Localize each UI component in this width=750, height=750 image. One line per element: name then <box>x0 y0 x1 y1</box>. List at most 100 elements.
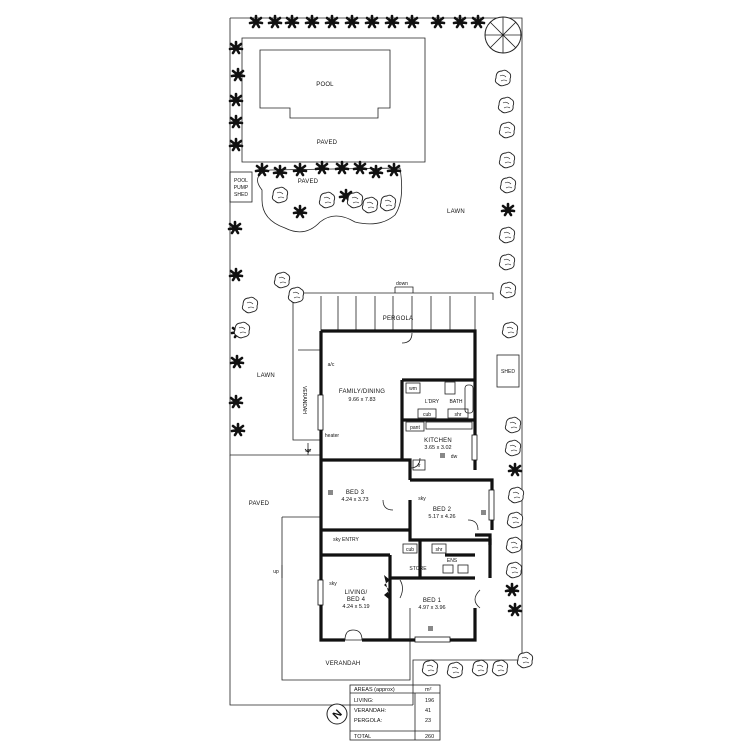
kitchen: KITCHEN 3.65 x 3.02 dw fr <box>412 438 458 471</box>
shrub-icon <box>318 191 336 209</box>
palm-tree-icon <box>344 14 360 29</box>
pergola: down PERGOLA <box>293 281 494 332</box>
family-dining-room: a/c FAMILY/DINING 9.66 x 7.83 heater <box>325 362 385 439</box>
shrub-icon <box>379 194 397 212</box>
up-front-label: up <box>273 569 279 575</box>
doors <box>344 332 481 641</box>
shrub-icon <box>491 659 509 677</box>
shrub-icon <box>361 196 379 214</box>
palm-tree-icon <box>368 164 384 179</box>
shr-bath-label: shr <box>455 412 462 418</box>
shrub-icon <box>498 226 516 244</box>
pool-pump-shed-label-3: SHED <box>234 192 248 198</box>
palm-tree-icon <box>314 160 330 175</box>
palm-tree-icon <box>248 14 264 29</box>
cub-ldry-label: cub <box>423 412 431 418</box>
palm-tree-icon <box>334 160 350 175</box>
pergola-label: PERGOLA <box>383 316 413 322</box>
palm-tree-icon <box>384 14 400 29</box>
store-label: STORE <box>409 566 427 572</box>
kitchen-name: KITCHEN <box>424 438 452 444</box>
verandah-front-label: VERANDAH <box>326 661 361 667</box>
up-side-label: up <box>305 448 311 454</box>
bed-1: BED 1 4.97 x 3.96 <box>418 598 446 631</box>
paved-left-label: PAVED <box>249 501 270 507</box>
pool-pump-shed-label-1: POOL <box>234 178 248 184</box>
areas-row-2-value: 41 <box>425 708 431 714</box>
family-dining-name: FAMILY/DINING <box>339 389 385 395</box>
heater-label: heater <box>325 433 340 439</box>
shrub-icon <box>506 511 524 529</box>
house-walls <box>319 329 494 642</box>
entry-store-ensuite: sky ENTRY cub shr ENS STORE <box>333 537 469 574</box>
shrub-icon <box>446 661 464 679</box>
palm-tree-icon <box>267 14 283 29</box>
palm-tree-icon <box>504 582 520 597</box>
palm-tree-icon <box>230 422 246 437</box>
palm-tree-icon <box>227 220 243 235</box>
shrub-icon <box>471 659 489 677</box>
palm-tree-icon <box>386 162 402 177</box>
shrub-icon <box>273 271 291 289</box>
shrub-icon <box>421 659 439 677</box>
bed3-name: BED 3 <box>346 490 365 496</box>
living-bed4-dim: 4.24 x 5.19 <box>342 604 369 610</box>
sky-bed2-label: sky <box>418 496 426 502</box>
entry-label: sky ENTRY <box>333 537 359 543</box>
palm-tree-icon <box>228 394 244 409</box>
shrub-icon <box>499 176 517 194</box>
areas-row-2-label: VERANDAH: <box>354 708 387 714</box>
palm-tree-icon <box>228 40 244 55</box>
pant-label: pant <box>410 425 420 431</box>
palm-tree-icon <box>304 14 320 29</box>
bed-2: sky BED 2 5.17 x 4.26 <box>418 496 486 520</box>
shrub-icon <box>498 151 516 169</box>
windows <box>317 394 495 643</box>
shrub-icon <box>505 536 523 554</box>
areas-total-label: TOTAL <box>354 734 371 740</box>
palm-tree-icon <box>292 162 308 177</box>
ldry-label: L'DRY <box>425 399 440 405</box>
large-tree <box>484 16 522 54</box>
landscaping <box>227 14 534 679</box>
shed: SHED <box>496 354 520 388</box>
areas-row-1-value: 196 <box>425 698 434 704</box>
living-bed4-name-1: LIVING/ <box>345 590 368 596</box>
palm-tree-icon <box>507 602 523 617</box>
shrub-icon <box>505 561 523 579</box>
palm-tree-icon <box>272 164 288 179</box>
bed3-dim: 4.24 x 3.73 <box>341 497 368 503</box>
family-dining-dim: 9.66 x 7.83 <box>348 397 375 403</box>
lawn-right-label: LAWN <box>447 209 465 215</box>
front-verandah: VERANDAH up <box>273 516 411 681</box>
laundry-bath: wm L'DRY BATH cub shr pant <box>405 381 474 432</box>
paved-top-label: PAVED <box>317 140 338 146</box>
shrub-icon <box>501 321 519 339</box>
palm-tree-icon <box>228 267 244 282</box>
palm-tree-icon <box>324 14 340 29</box>
side-verandah: VERANDAH up <box>292 293 320 455</box>
north-arrow: N <box>326 703 348 725</box>
palm-tree-icon <box>292 204 308 219</box>
shrub-icon <box>504 439 522 457</box>
lawn-left-label: LAWN <box>257 373 275 379</box>
shrub-icon <box>233 321 251 339</box>
areas-row-1-label: LIVING: <box>354 698 374 704</box>
living-bed4-name-2: BED 4 <box>347 597 366 603</box>
shrub-icon <box>499 281 517 299</box>
pool-label: POOL <box>316 82 334 88</box>
shrub-icon <box>497 96 515 114</box>
shrub-icon <box>498 121 516 139</box>
areas-title: AREAS (approx) <box>354 687 395 693</box>
palm-tree-icon <box>352 160 368 175</box>
ens-label: ENS <box>447 558 458 564</box>
sky-living-label: sky <box>329 581 337 587</box>
palm-tree-icon <box>228 92 244 107</box>
areas-row-3-label: PERGOLA: <box>354 718 383 724</box>
fr-label: fr <box>417 463 420 469</box>
shed-label: SHED <box>501 369 515 375</box>
palm-tree-icon <box>228 137 244 152</box>
paved-garden-label: PAVED <box>298 179 319 185</box>
palm-tree-icon <box>364 14 380 29</box>
shrub-icon <box>507 486 525 504</box>
